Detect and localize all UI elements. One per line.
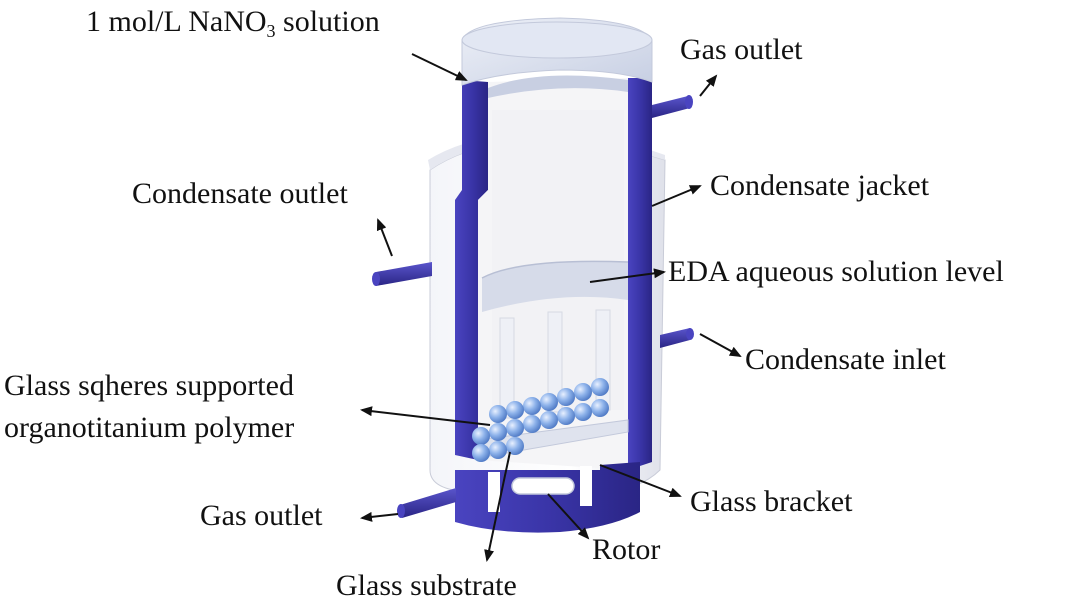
arrow-glass-bracket xyxy=(599,464,682,498)
label-gas-outlet-bottom: Gas outlet xyxy=(200,499,323,532)
glass-spheres xyxy=(472,378,609,462)
label-nano3-solution: 1 mol/L NaNO3 solution xyxy=(86,5,380,41)
label-glass-bracket: Glass bracket xyxy=(690,485,853,518)
glass-bracket xyxy=(499,309,611,419)
nano3-solution-cap xyxy=(461,17,653,98)
arrow-glass-spheres xyxy=(360,406,491,426)
nano3-tail: solution xyxy=(275,5,380,38)
pipe-condensate-inlet xyxy=(660,328,694,348)
nano3-subscript: 3 xyxy=(266,21,276,41)
arrow-nano3 xyxy=(411,53,468,81)
rotor-bar xyxy=(511,477,575,495)
label-gas-outlet-top: Gas outlet xyxy=(680,33,803,66)
pipe-condensate-outlet xyxy=(372,262,432,286)
label-glass-spheres-line1: Glass sqheres supported xyxy=(4,369,294,402)
label-glass-substrate: Glass substrate xyxy=(336,569,517,602)
pipe-gas-outlet-bottom xyxy=(397,488,456,518)
label-glass-spheres-line2: organotitanium polymer xyxy=(4,411,295,444)
leader-arrows xyxy=(360,53,742,562)
vessel-bottom xyxy=(455,462,640,533)
label-condensate-outlet: Condensate outlet xyxy=(132,177,348,210)
arrow-rotor xyxy=(547,493,590,540)
arrow-condensate-jacket xyxy=(651,185,702,207)
label-condensate-inlet: Condensate inlet xyxy=(745,343,946,376)
arrow-glass-substrate xyxy=(484,451,511,562)
label-eda-level: EDA aqueous solution level xyxy=(668,255,1004,288)
pipe-gas-outlet-top xyxy=(652,95,693,118)
arrow-gas-outlet-bottom xyxy=(360,511,399,522)
arrow-gas-outlet-top xyxy=(699,74,718,97)
arrow-eda-level xyxy=(589,268,666,283)
arrow-condensate-outlet xyxy=(376,218,393,257)
nano3-main: 1 mol/L NaNO xyxy=(86,5,267,38)
label-condensate-jacket: Condensate jacket xyxy=(710,169,930,202)
arrow-condensate-inlet xyxy=(699,333,742,357)
eda-solution-surface xyxy=(481,260,629,312)
label-rotor: Rotor xyxy=(592,533,661,566)
